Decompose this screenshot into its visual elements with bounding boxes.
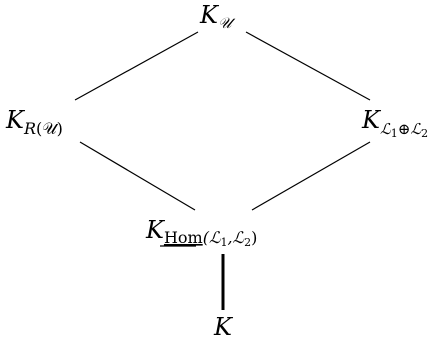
node-right-sub3: ℒ <box>410 120 422 138</box>
edge-middle-to-right <box>251 141 371 211</box>
edge-middle-to-left <box>79 141 196 211</box>
edge-left-to-top <box>74 31 199 101</box>
node-right-op: ⊕ <box>398 120 411 138</box>
node-middle-s2: 2 <box>244 236 251 249</box>
edge-right-to-top <box>245 31 371 101</box>
node-bottom-main: K <box>213 313 234 341</box>
node-middle-close: ) <box>251 228 257 247</box>
node-left: KR(𝒰) <box>5 106 63 138</box>
svg-text:Kℒ1⊕ℒ2: Kℒ1⊕ℒ2 <box>361 106 428 140</box>
node-middle-comma: ,ℒ <box>227 228 244 247</box>
node-top: K𝒰 <box>199 1 236 32</box>
node-right: Kℒ1⊕ℒ2 <box>361 106 428 140</box>
node-top-sub: 𝒰 <box>218 14 236 32</box>
svg-text:K: K <box>213 313 234 341</box>
svg-text:KR(𝒰): KR(𝒰) <box>5 106 63 138</box>
svg-text:KHom(ℒ1,ℒ2): KHom(ℒ1,ℒ2) <box>145 216 257 249</box>
edges <box>74 31 371 310</box>
svg-text:K𝒰: K𝒰 <box>199 1 236 32</box>
node-left-main: K <box>5 106 26 134</box>
node-middle-s1: 1 <box>220 236 227 249</box>
node-right-main: K <box>361 106 382 134</box>
node-middle-main: K <box>145 216 166 244</box>
node-middle-open: (ℒ <box>203 228 221 247</box>
node-left-sub-rest: (𝒰) <box>36 119 63 138</box>
node-right-sub2: 1 <box>391 127 398 140</box>
node-middle-hom: Hom <box>164 228 203 247</box>
node-bottom: K <box>213 313 234 341</box>
node-middle: KHom(ℒ1,ℒ2) <box>145 216 257 249</box>
node-top-main: K <box>199 1 220 29</box>
node-right-sub4: 2 <box>421 127 428 140</box>
node-right-sub: ℒ <box>380 120 392 138</box>
node-left-sub-r: R <box>23 119 36 138</box>
